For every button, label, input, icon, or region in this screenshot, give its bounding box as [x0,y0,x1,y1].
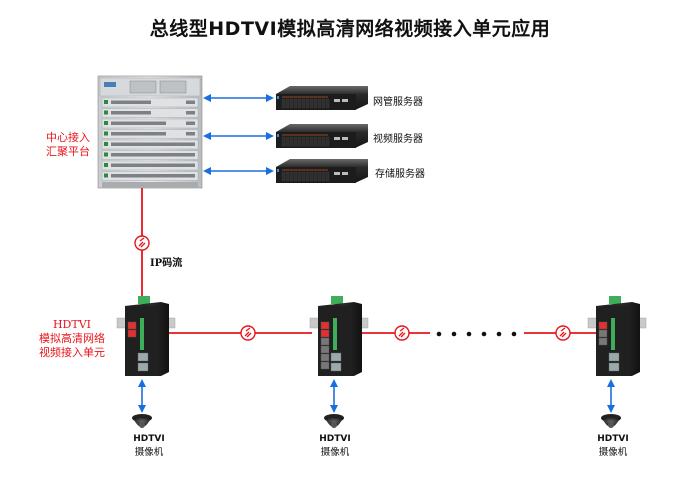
camera-name: 摄像机 [598,447,628,458]
line-card [101,118,199,129]
unit-label-line2: 模拟高清网络 [39,332,105,345]
camera-label: HDTVI 摄像机 [305,433,365,459]
fiber-icon [240,325,256,341]
server-label-video: 视频服务器 [373,134,423,145]
access-unit-label: HDTVI 模拟高清网络 视频接入单元 [22,318,122,360]
dome-camera-icon [132,414,152,428]
line-card [101,108,199,118]
line-card [101,129,199,139]
server-group [276,86,368,183]
camera-type: HDTVI [319,434,351,444]
unit-label-line1: HDTVI [52,318,92,331]
server-3 [276,159,368,183]
server-label-storage: 存储服务器 [375,169,425,180]
access-unit-1 [116,296,176,376]
dome-camera-icon [601,414,621,428]
server-label-mgmt: 网管服务器 [373,97,423,108]
camera-name: 摄像机 [134,447,164,458]
dome-camera-icon [324,414,344,428]
line-card [101,139,199,150]
page-title: 总线型HDTVI模拟高清网络视频接入单元应用 [149,18,551,40]
line-card [101,171,199,181]
access-unit-2 [309,296,369,376]
server-1 [276,86,368,110]
fiber-icon [134,235,150,251]
access-unit-group [116,296,647,428]
core-switch-slots [101,97,199,181]
server-2 [276,124,368,148]
core-platform-label: 中心接入 汇聚平台 [28,131,108,159]
camera-type: HDTVI [597,434,629,444]
camera-name: 摄像机 [320,447,350,458]
line-card [101,160,199,171]
ip-stream-label: IP码流 [150,258,183,269]
line-card [101,97,199,108]
line-card [101,150,199,160]
unit-label-line3: 视频接入单元 [39,346,105,359]
camera-label: HDTVI 摄像机 [583,433,643,459]
core-label-line1: 中心接入 [46,131,90,144]
camera-label: HDTVI 摄像机 [119,433,179,459]
ellipsis-dots [436,331,517,337]
core-label-line2: 汇聚平台 [46,145,90,158]
camera-type: HDTVI [133,434,165,444]
access-unit-3 [587,296,647,376]
fiber-icon [555,325,571,341]
fiber-icon [394,325,410,341]
